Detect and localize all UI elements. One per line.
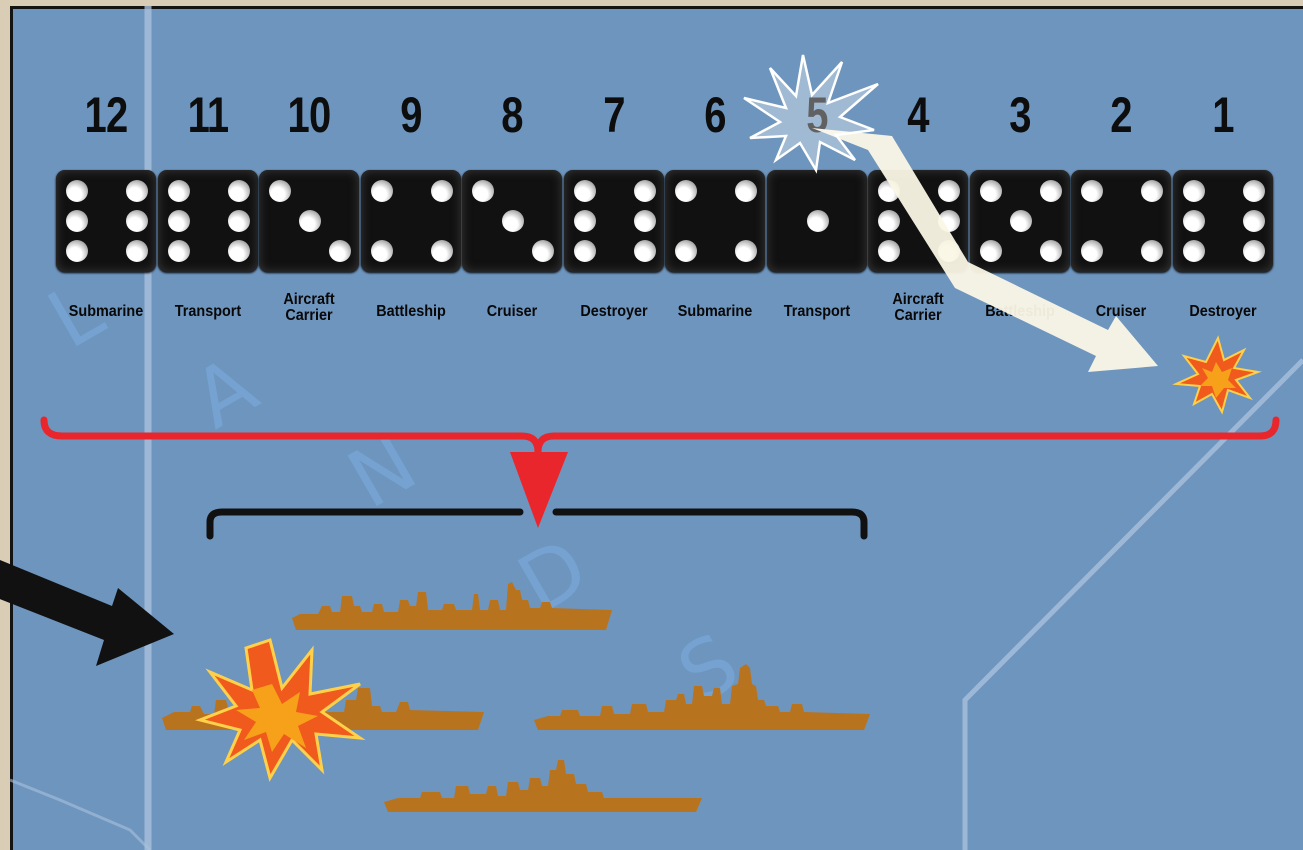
- die-pip: [1243, 180, 1265, 202]
- die-pip: [938, 240, 960, 262]
- die-pip: [168, 240, 190, 262]
- ship-type-label: Cruiser: [1074, 304, 1168, 320]
- die-pip: [634, 210, 656, 232]
- die-pip: [634, 180, 656, 202]
- die-pip: [980, 180, 1002, 202]
- ship-type-label-line: Aircraft: [871, 292, 965, 308]
- die-pip: [938, 180, 960, 202]
- ship-type-label: Cruiser: [465, 304, 559, 320]
- die-pip: [1183, 210, 1205, 232]
- die-pip: [574, 240, 596, 262]
- die-pip: [431, 180, 453, 202]
- die-face: [1071, 170, 1171, 272]
- die-pip: [66, 210, 88, 232]
- die-pip: [126, 180, 148, 202]
- die-pip: [1010, 210, 1032, 232]
- die-pip: [735, 180, 757, 202]
- die-pip: [1141, 240, 1163, 262]
- die-pip: [1141, 180, 1163, 202]
- die-pip: [502, 210, 524, 232]
- ship-type-label: Battleship: [973, 304, 1067, 320]
- die-pip: [126, 240, 148, 262]
- die-face: [868, 170, 968, 272]
- die-pip: [299, 210, 321, 232]
- ship-type-label: Submarine: [59, 304, 153, 320]
- die-pip: [228, 180, 250, 202]
- roll-number: 1: [1184, 88, 1261, 142]
- roll-number: 9: [372, 88, 449, 142]
- die-pip: [1183, 240, 1205, 262]
- die-face: [462, 170, 562, 272]
- die-face: [767, 170, 867, 272]
- roll-number: 7: [575, 88, 652, 142]
- die-pip: [574, 180, 596, 202]
- die-face: [1173, 170, 1273, 272]
- die-face: [564, 170, 664, 272]
- die-pip: [574, 210, 596, 232]
- die-pip: [371, 240, 393, 262]
- die-face: [259, 170, 359, 272]
- ship-type-label-line: Carrier: [262, 308, 356, 324]
- die-pip: [878, 180, 900, 202]
- roll-number: 12: [68, 88, 145, 142]
- die-pip: [675, 180, 697, 202]
- die-pip: [228, 240, 250, 262]
- roll-number: 10: [271, 88, 348, 142]
- die-pip: [228, 210, 250, 232]
- roll-number: 11: [169, 88, 246, 142]
- die-face: [158, 170, 258, 272]
- die-pip: [126, 210, 148, 232]
- ship-type-label-line: Aircraft: [262, 292, 356, 308]
- die-pip: [269, 180, 291, 202]
- ship-type-label: Submarine: [668, 304, 762, 320]
- die-pip: [66, 180, 88, 202]
- die-pip: [168, 180, 190, 202]
- die-pip: [371, 180, 393, 202]
- die-pip: [1243, 210, 1265, 232]
- die-pip: [878, 240, 900, 262]
- map-letter: A: [178, 338, 272, 446]
- die-pip: [1081, 240, 1103, 262]
- roll-number: 5: [778, 88, 855, 142]
- die-pip: [735, 240, 757, 262]
- die-pip: [1081, 180, 1103, 202]
- die-pip: [1183, 180, 1205, 202]
- die-face: [361, 170, 461, 272]
- roll-number: 4: [880, 88, 957, 142]
- die-face: [56, 170, 156, 272]
- die-face: [970, 170, 1070, 272]
- die-pip: [168, 210, 190, 232]
- ship-type-label: Battleship: [364, 304, 458, 320]
- ship-type-label: Destroyer: [1176, 304, 1270, 320]
- die-pip: [675, 240, 697, 262]
- ship-type-label-line: Carrier: [871, 308, 965, 324]
- roll-number: 3: [981, 88, 1058, 142]
- die-pip: [1040, 180, 1062, 202]
- ship-type-label: Transport: [161, 304, 255, 320]
- die-pip: [807, 210, 829, 232]
- die-pip: [878, 210, 900, 232]
- die-pip: [980, 240, 1002, 262]
- roll-number: 2: [1083, 88, 1160, 142]
- die-pip: [66, 240, 88, 262]
- die-pip: [1040, 240, 1062, 262]
- die-pip: [532, 240, 554, 262]
- roll-number: 6: [677, 88, 754, 142]
- die-pip: [472, 180, 494, 202]
- ship-type-label: Transport: [770, 304, 864, 320]
- map-letter: N: [333, 416, 431, 526]
- die-pip: [938, 210, 960, 232]
- die-face: [665, 170, 765, 272]
- die-pip: [1243, 240, 1265, 262]
- die-pip: [431, 240, 453, 262]
- die-pip: [634, 240, 656, 262]
- die-pip: [329, 240, 351, 262]
- map-letter: S: [663, 616, 753, 722]
- ship-type-label: Destroyer: [567, 304, 661, 320]
- map-letter: D: [503, 520, 603, 631]
- roll-number: 8: [474, 88, 551, 142]
